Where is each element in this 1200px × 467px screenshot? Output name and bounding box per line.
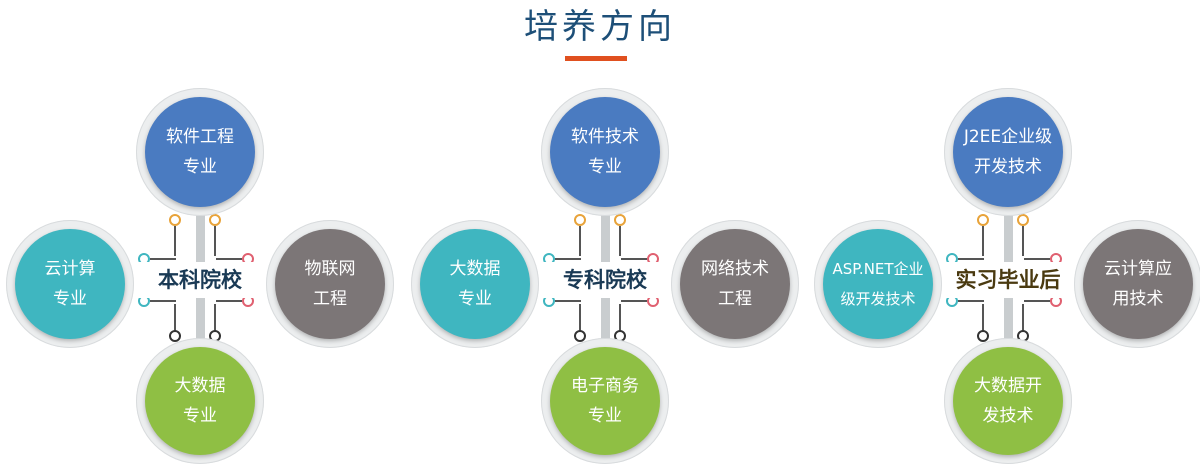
major-line1: 大数据 (174, 376, 226, 396)
major-circle-left[interactable]: 大数据专业 (411, 220, 539, 348)
major-line1: 电子商务 (571, 376, 639, 396)
major-line2: 专业 (588, 406, 622, 426)
circuit-node-icon (169, 214, 181, 226)
major-circle-right[interactable]: 物联网工程 (266, 220, 394, 348)
major-circle-left[interactable]: 云计算专业 (6, 220, 134, 348)
major-line2: 开发技术 (974, 157, 1042, 177)
circuit-node-icon (1017, 214, 1029, 226)
major-line1: J2EE企业级 (963, 127, 1053, 147)
major-circle-bottom[interactable]: 电子商务专业 (541, 338, 669, 464)
hub-label: 本科院校 (130, 262, 270, 298)
major-line2: 专业 (53, 289, 87, 309)
direction-group-college: 专科院校 软件技术专业 大数据专业 网络技术工程 电子商务专业 (405, 0, 805, 467)
major-circle-left[interactable]: ASP.NET企业级开发技术 (814, 220, 942, 348)
major-circle-right[interactable]: 云计算应用技术 (1074, 220, 1200, 348)
major-line1: 物联网 (304, 259, 356, 279)
title-underline (565, 56, 627, 61)
major-line1: 网络技术 (701, 259, 769, 279)
section-title: 培养方向 (524, 7, 676, 47)
circuit-node-icon (574, 330, 586, 342)
major-line1: 软件工程 (166, 127, 234, 147)
major-circle-right[interactable]: 网络技术工程 (671, 220, 799, 348)
major-circle-bottom[interactable]: 大数据开发技术 (944, 338, 1072, 464)
major-line2: 工程 (313, 289, 347, 309)
major-line1: 云计算 (44, 259, 96, 279)
major-line1: 云计算应 (1104, 259, 1172, 279)
circuit-node-icon (574, 214, 586, 226)
hub-label: 实习毕业后 (938, 262, 1078, 298)
circuit-node-icon (614, 214, 626, 226)
hub-label: 专科院校 (535, 262, 675, 298)
major-line2: 用技术 (1112, 289, 1164, 309)
major-line2: 级开发技术 (840, 290, 916, 308)
major-line1: 软件技术 (571, 127, 639, 147)
circuit-node-icon (977, 330, 989, 342)
major-line2: 专业 (458, 289, 492, 309)
circuit-node-icon (169, 330, 181, 342)
major-line1: 大数据开 (974, 376, 1042, 396)
major-circle-top[interactable]: 软件工程专业 (136, 88, 264, 216)
direction-group-after-internship: 实习毕业后 J2EE企业级开发技术 ASP.NET企业级开发技术 云计算应用技术… (808, 0, 1200, 467)
major-line2: 专业 (588, 157, 622, 177)
circuit-node-icon (977, 214, 989, 226)
major-line1: ASP.NET企业 (832, 260, 924, 278)
major-line1: 大数据 (449, 259, 501, 279)
major-line2: 专业 (183, 406, 217, 426)
major-circle-bottom[interactable]: 大数据专业 (136, 338, 264, 464)
major-circle-top[interactable]: 软件技术专业 (541, 88, 669, 216)
direction-group-undergraduate: 本科院校 软件工程专业 云计算专业 物联网工程 大数据专业 (0, 0, 400, 467)
circuit-node-icon (209, 214, 221, 226)
major-circle-top[interactable]: J2EE企业级开发技术 (944, 88, 1072, 216)
major-line2: 工程 (718, 289, 752, 309)
major-line2: 发技术 (982, 406, 1034, 426)
major-line2: 专业 (183, 157, 217, 177)
